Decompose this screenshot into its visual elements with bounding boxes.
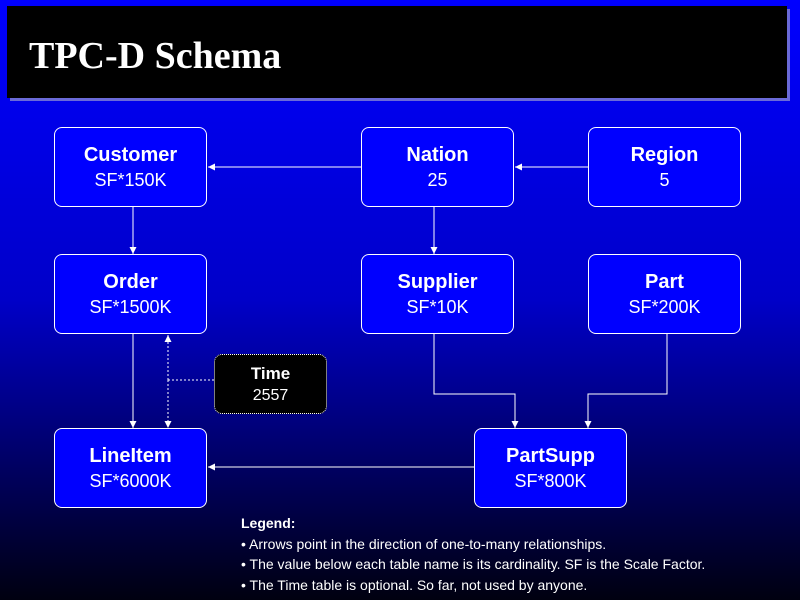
- entity-nation: Nation 25: [361, 127, 514, 207]
- entity-region: Region 5: [588, 127, 741, 207]
- entity-cardinality: SF*800K: [514, 470, 587, 491]
- page-title: TPC-D Schema: [29, 35, 282, 77]
- entity-name: Order: [103, 270, 158, 293]
- entity-customer: Customer SF*150K: [54, 127, 207, 207]
- arrow-supplier-partsupp: [433, 334, 519, 428]
- entity-time: Time 2557: [214, 354, 327, 414]
- entity-name: Supplier: [397, 270, 478, 293]
- entity-lineitem: LineItem SF*6000K: [54, 428, 207, 508]
- entity-cardinality: SF*10K: [406, 296, 469, 317]
- legend-title: Legend:: [241, 515, 296, 531]
- entity-cardinality: SF*150K: [94, 169, 167, 190]
- entity-part: Part SF*200K: [588, 254, 741, 334]
- entity-partsupp: PartSupp SF*800K: [474, 428, 627, 508]
- entity-cardinality: SF*6000K: [89, 470, 172, 491]
- entity-cardinality: 2557: [252, 386, 289, 404]
- legend-item: • The value below each table name is its…: [241, 556, 706, 572]
- entity-cardinality: SF*200K: [628, 296, 701, 317]
- entity-name: Region: [630, 143, 699, 166]
- legend: Legend: • Arrows point in the direction …: [241, 513, 705, 595]
- arrow-part-partsupp: [584, 334, 668, 428]
- entity-name: PartSupp: [506, 444, 595, 467]
- entity-cardinality: SF*1500K: [89, 296, 172, 317]
- entity-supplier: Supplier SF*10K: [361, 254, 514, 334]
- entity-name: LineItem: [89, 444, 172, 467]
- entity-name: Time: [250, 363, 291, 383]
- entity-cardinality: 25: [427, 169, 448, 190]
- title-bar: TPC-D Schema: [7, 6, 787, 98]
- entity-name: Nation: [406, 143, 469, 166]
- entity-order: Order SF*1500K: [54, 254, 207, 334]
- legend-item: • The Time table is optional. So far, no…: [241, 576, 588, 593]
- entity-cardinality: 5: [659, 169, 670, 190]
- entity-name: Customer: [83, 143, 178, 166]
- entity-name: Part: [645, 270, 684, 293]
- legend-item: • Arrows point in the direction of one-t…: [241, 535, 607, 552]
